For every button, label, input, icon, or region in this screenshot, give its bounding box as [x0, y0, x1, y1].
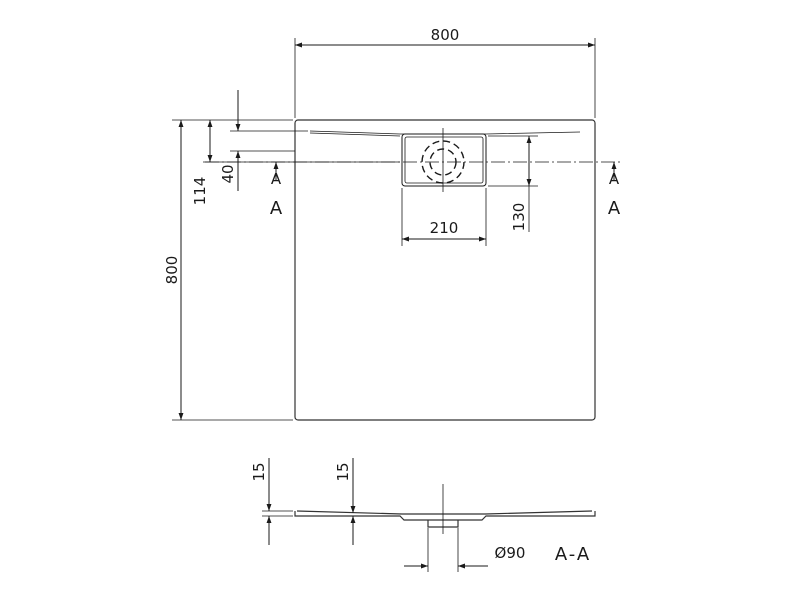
section-label: A-A: [555, 544, 591, 565]
plan-view: 800 800 114 40 A A A A 210 130: [163, 26, 623, 421]
section-marker-left-bottom: A: [270, 198, 283, 219]
dim-depth-label: 800: [163, 256, 181, 285]
dim-130-label: 130: [510, 203, 528, 232]
dim-40-label: 40: [219, 164, 237, 183]
section-view: 15 15 Ø90 A-A: [250, 458, 596, 572]
section-marker-left-top: A: [271, 170, 282, 188]
drain-cover-inner: [404, 136, 484, 184]
dim-114-label: 114: [191, 177, 209, 206]
drain-cover: [401, 133, 487, 187]
section-marker-right-top: A: [609, 170, 620, 188]
dim-width-label: 800: [431, 26, 460, 44]
slope-edge-line-2: [309, 132, 401, 137]
dim-90-label: Ø90: [495, 544, 526, 562]
section-profile-top: [296, 510, 593, 515]
section-marker-right-bottom: A: [608, 198, 621, 219]
dim-15-left-label: 15: [250, 462, 268, 481]
dim-15-mid-label: 15: [334, 462, 352, 481]
dim-210-label: 210: [430, 219, 459, 237]
tray-outline: [294, 119, 596, 421]
